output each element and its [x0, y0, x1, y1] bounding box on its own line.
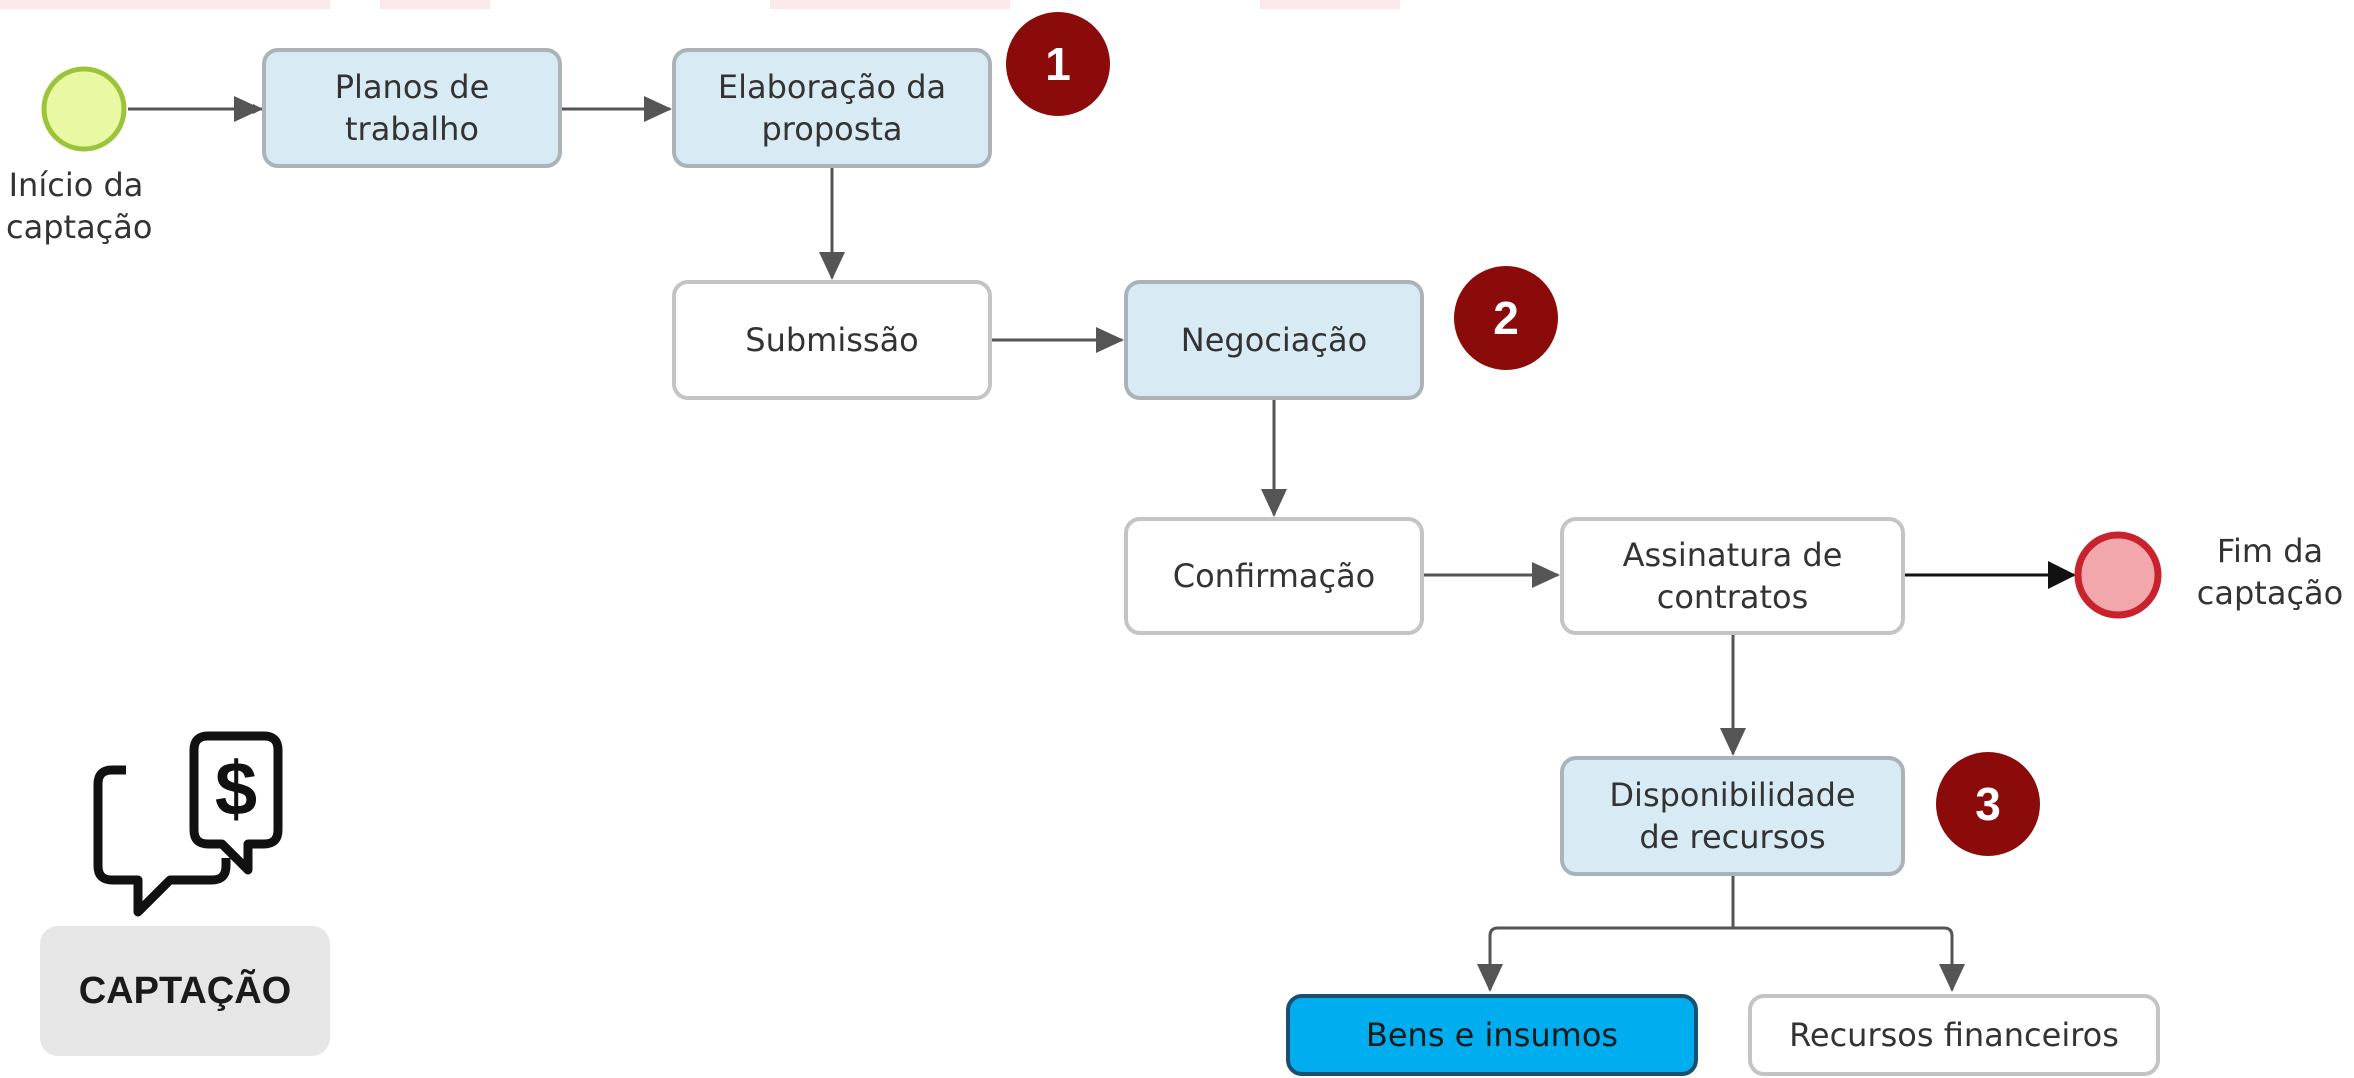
marker-1: 1	[1006, 12, 1110, 116]
step-confirmacao[interactable]: Confirmação	[1124, 517, 1424, 635]
step-negociacao[interactable]: Negociação	[1124, 280, 1424, 400]
arrowhead-planos	[234, 96, 262, 122]
step-assinatura-de-contratos[interactable]: Assinatura de contratos	[1560, 517, 1905, 635]
step-recursos-financeiros[interactable]: Recursos financeiros	[1748, 994, 2160, 1076]
top-decoration	[380, 0, 490, 9]
step-bens-e-insumos[interactable]: Bens e insumos	[1286, 994, 1698, 1076]
step-submissao[interactable]: Submissão	[672, 280, 992, 400]
marker-3: 3	[1936, 752, 2040, 856]
start-event-label: Início da captação	[6, 166, 153, 246]
top-decoration	[0, 0, 330, 9]
step-elaboracao-da-proposta[interactable]: Elaboração da proposta	[672, 48, 992, 168]
flow-disponibilidade-to-recursos	[1733, 926, 1954, 990]
top-decoration	[770, 0, 1010, 9]
top-decoration	[1260, 0, 1400, 9]
step-planos-de-trabalho[interactable]: Planos de trabalho	[262, 48, 562, 168]
marker-2: 2	[1454, 266, 1558, 370]
end-event-label: Fim da captação	[2196, 532, 2344, 612]
dollar-glyph: $	[215, 747, 257, 832]
captacao-title-card: CAPTAÇÃO	[40, 926, 330, 1056]
step-disponibilidade-de-recursos[interactable]: Disponibilidade de recursos	[1560, 756, 1905, 876]
end-event	[2074, 531, 2162, 619]
start-event	[41, 66, 127, 152]
flow-disponibilidade-to-bens	[1488, 876, 1735, 990]
money-chat-icon: $	[93, 731, 283, 917]
